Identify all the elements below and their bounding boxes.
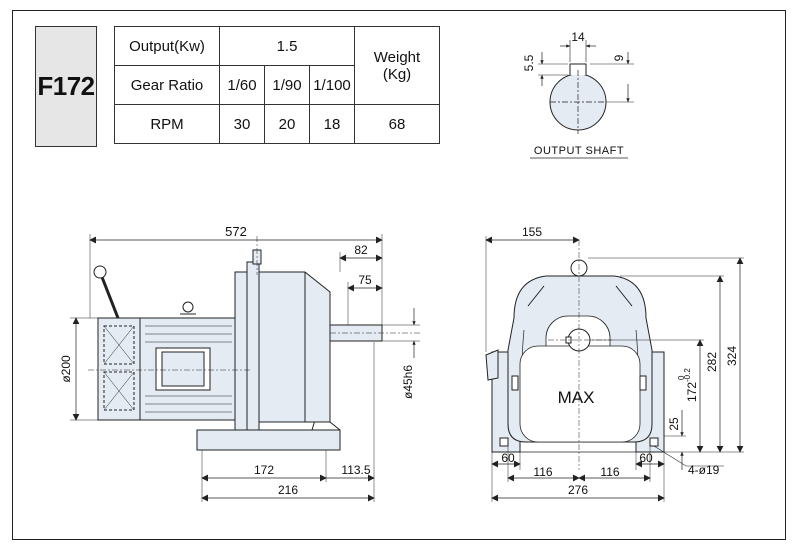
dim-foot-left: 60	[501, 451, 515, 465]
shaft-dim-key-height: 9	[612, 54, 626, 61]
side-gear-housing	[258, 271, 331, 423]
dim-shaft-extension: 82	[354, 243, 368, 257]
spec-table: Output(Kw) 1.5 Weight (Kg) Gear Ratio 1/…	[114, 26, 440, 144]
rpm-label: RPM	[114, 104, 220, 144]
side-brake-cover	[97, 317, 141, 421]
rpm-cell: 18	[309, 104, 355, 144]
front-view-dimensions	[485, 236, 744, 502]
dim-housing-height: 282	[705, 352, 719, 372]
max-label: MAX	[558, 388, 595, 407]
side-flange-1	[234, 271, 248, 431]
front-view	[485, 240, 665, 470]
shaft-dim-width: 14	[571, 30, 585, 44]
dim-half-span-right: 116	[600, 465, 619, 479]
side-flange-2	[246, 261, 260, 431]
dim-foot-thickness: 25	[667, 417, 681, 431]
output-value: 1.5	[219, 26, 355, 66]
dim-base-total: 216	[278, 483, 298, 497]
drawing-frame	[12, 10, 786, 540]
side-base	[196, 429, 341, 451]
dim-shaft-length: 75	[358, 273, 372, 287]
shaft-dim-key-depth: 5.5	[522, 54, 536, 71]
side-release-lever	[98, 271, 120, 319]
rpm-cell: 30	[219, 104, 265, 144]
shaft-caption: OUTPUT SHAFT	[534, 145, 624, 157]
dim-mount-holes: 4-ø19	[688, 463, 720, 477]
model-label: F172	[35, 26, 97, 147]
dim-center-offset: 155	[522, 225, 542, 239]
dim-motor-diameter: ø200	[59, 355, 73, 383]
weight-label-2: (Kg)	[382, 65, 412, 83]
dim-foot-right: 60	[639, 451, 653, 465]
dim-base-offset: 113.5	[341, 463, 370, 477]
spec-row-output: Output(Kw) 1.5 Weight (Kg)	[114, 26, 440, 105]
dim-overall-width: 276	[568, 483, 588, 497]
shaft-key	[569, 63, 587, 75]
dim-half-span-left: 116	[533, 465, 552, 479]
ratio-cell: 1/60	[219, 65, 265, 105]
dim-shaft-height-tol-upper: 0	[677, 375, 686, 380]
dim-shaft-height-tol-lower: -0.2	[683, 368, 692, 382]
spec-row-rpm: RPM 30 20 18 68	[114, 104, 440, 144]
dim-total-height: 324	[725, 346, 739, 366]
side-view-dimensions	[70, 234, 420, 502]
side-eye-bolt	[182, 301, 194, 313]
dim-base-length: 172	[254, 463, 274, 477]
spec-row-ratio: Gear Ratio 1/60 1/90 1/100	[114, 65, 440, 105]
side-view	[88, 236, 420, 451]
weight-value: 68	[354, 104, 440, 144]
dim-shaft-height: 172	[685, 382, 699, 402]
ratio-cell: 1/100	[309, 65, 355, 105]
output-label: Output(Kw)	[114, 26, 220, 66]
weight-header: Weight (Kg)	[354, 26, 440, 105]
dim-shaft-diameter: ø45h6	[401, 365, 415, 399]
output-shaft-detail	[530, 40, 634, 159]
weight-label-1: Weight	[373, 48, 421, 66]
dim-overall-length: 572	[225, 224, 247, 239]
